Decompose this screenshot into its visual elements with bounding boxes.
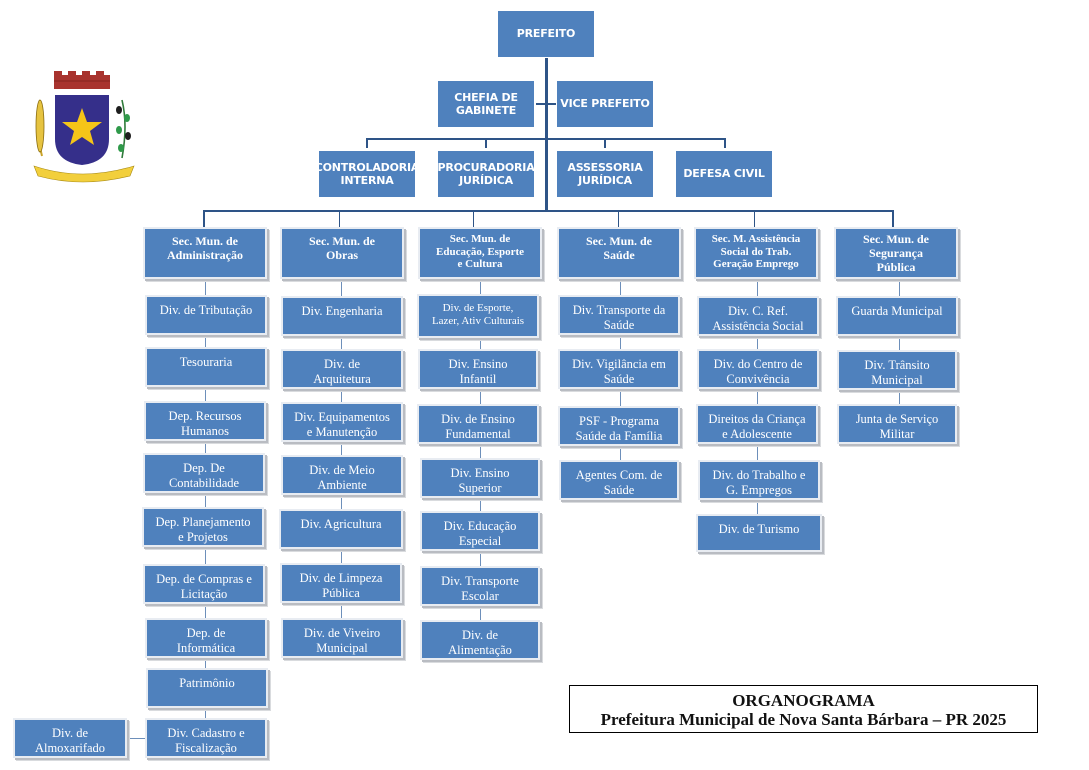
division-box: Dep. Recursos Humanos [144, 401, 266, 441]
column-connector [205, 270, 206, 730]
column-connector [899, 275, 900, 415]
ribbon-icon [33, 165, 135, 183]
connector [366, 138, 368, 148]
division-box: Div. de Limpeza Pública [280, 563, 402, 603]
division-box: Tesouraria [145, 347, 267, 387]
division-box: Div. de Arquitetura [281, 349, 403, 389]
connector [473, 210, 474, 228]
division-box: Div. de Turismo [696, 514, 822, 552]
division-box: Div. Agricultura [279, 509, 403, 549]
division-box: Div. de Meio Ambiente [281, 455, 403, 495]
column-connector [341, 270, 342, 630]
division-box: Div. de Esporte, Lazer, Ativ Culturais [417, 294, 539, 338]
secretariat-administracao: Sec. Mun. de Administração [143, 227, 267, 279]
advisory-box-assessoria: ASSESSORIA JURÍDICA [557, 151, 653, 197]
division-box: Div. Ensino Superior [420, 458, 540, 498]
connector [892, 210, 894, 228]
secretariat-assistencia-social: Sec. M. Assistência Social do Trab. Gera… [694, 227, 818, 279]
caption-subtitle: Prefeitura Municipal de Nova Santa Bárba… [600, 710, 1007, 729]
connector [366, 138, 726, 140]
division-box: Dep. de Informática [145, 618, 267, 658]
division-box: Dep. De Contabilidade [143, 453, 265, 493]
division-box: Div. de Viveiro Municipal [281, 618, 403, 658]
connector [203, 210, 894, 212]
division-box: Direitos da Criança e Adolescente [696, 404, 818, 444]
division-box: Guarda Municipal [836, 296, 958, 336]
division-box: Junta de Serviço Militar [837, 404, 957, 444]
division-box: Div. Educação Especial [420, 511, 540, 551]
connector [618, 210, 619, 228]
coffee-branch-icon [116, 99, 131, 159]
connector [545, 58, 548, 211]
connector [724, 138, 726, 148]
division-box: Div. Equipamentos e Manutenção [281, 402, 403, 442]
column-connector [480, 275, 481, 635]
division-box: Div. Cadastro e Fiscalização [145, 718, 267, 758]
coat-of-arms-logo [33, 71, 135, 183]
caption-box: ORGANOGRAMA Prefeitura Municipal de Nova… [569, 685, 1038, 733]
connector [754, 210, 755, 228]
connector [128, 738, 146, 739]
prefeito-box: PREFEITO [498, 11, 594, 57]
division-box: Dep. Planejamento e Projetos [142, 507, 264, 547]
secretariat-educacao: Sec. Mun. de Educação, Esporte e Cultura [418, 227, 542, 279]
division-box: Div. Engenharia [281, 296, 403, 336]
division-box: Div. de Tributação [145, 295, 267, 335]
division-box: Div. do Trabalho e G. Empregos [698, 460, 820, 500]
secretariat-saude: Sec. Mun. de Saúde [557, 227, 681, 279]
division-box: Div. C. Ref. Assistência Social [697, 296, 819, 336]
division-box-almoxarifado: Div. de Almoxarifado [13, 718, 127, 758]
advisory-box-controladoria: CONTROLADORIA INTERNA [315, 151, 419, 197]
vice-prefeito-box: VICE PREFEITO [557, 81, 653, 127]
connector [339, 210, 340, 228]
division-box: Div. Vigilância em Saúde [558, 349, 680, 389]
crown-icon [54, 71, 110, 89]
division-box: Div. do Centro de Convivência [697, 349, 819, 389]
wheat-icon [35, 99, 45, 157]
division-box: Div. Trânsito Municipal [837, 350, 957, 390]
advisory-box-procuradoria: PROCURADORIA JURÍDICA [437, 151, 535, 197]
secretariat-seguranca: Sec. Mun. de Segurança Pública [834, 227, 958, 279]
division-box: Div. de Ensino Fundamental [417, 404, 539, 444]
division-box: Div. Ensino Infantil [418, 349, 538, 389]
connector [203, 210, 205, 228]
division-box: Div. Transporte Escolar [420, 566, 540, 606]
connector [485, 138, 487, 148]
division-box: Div. Transporte da Saúde [558, 295, 680, 335]
caption-title: ORGANOGRAMA [732, 691, 875, 710]
connector [604, 138, 606, 148]
connector [536, 103, 556, 105]
division-box: Agentes Com. de Saúde [559, 460, 679, 500]
division-box: Div. de Alimentação [420, 620, 540, 660]
advisory-box-defesa-civil: DEFESA CIVIL [676, 151, 772, 197]
star-icon [62, 108, 102, 145]
division-box: Patrimônio [146, 668, 268, 708]
secretariat-obras: Sec. Mun. de Obras [280, 227, 404, 279]
column-connector [757, 275, 758, 525]
chefia-de-gabinete-box: CHEFIA DE GABINETE [438, 81, 534, 127]
division-box: Dep. de Compras e Licitação [143, 564, 265, 604]
division-box: PSF - Programa Saúde da Família [558, 406, 680, 446]
